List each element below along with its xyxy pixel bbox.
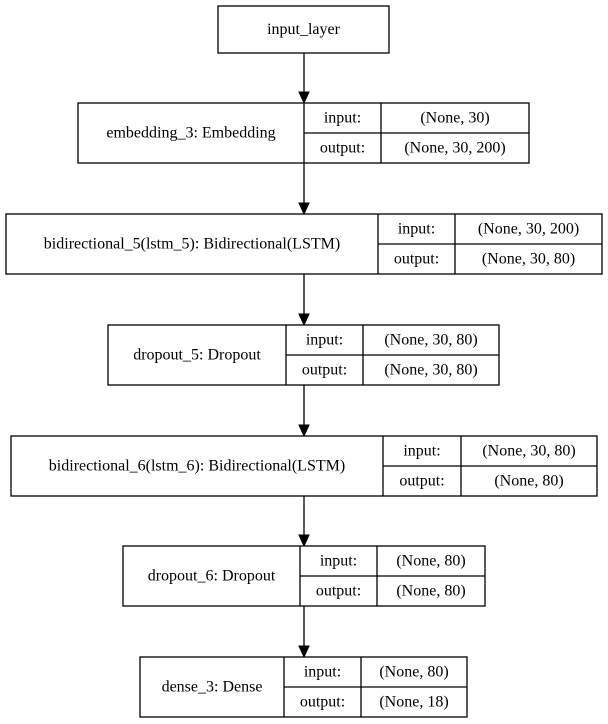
arrowhead-icon (298, 645, 310, 659)
output-shape: (None, 80) (396, 583, 465, 600)
input-layer-label: input_layer (267, 21, 341, 38)
layer-name: bidirectional_6(lstm_6): Bidirectional(L… (49, 458, 345, 475)
input-shape: (None, 30, 80) (482, 443, 575, 460)
input-layer-node: input_layer (217, 5, 390, 54)
input-shape: (None, 30, 80) (384, 332, 477, 349)
input-layer-box (217, 5, 390, 54)
output-label: output: (394, 251, 439, 268)
output-label: output: (302, 362, 347, 379)
edge-arrow (298, 163, 310, 216)
input-shape: (None, 30, 200) (478, 221, 579, 238)
output-shape: (None, 30, 200) (404, 140, 505, 157)
layer-name: dropout_5: Dropout (133, 347, 261, 364)
edges (298, 53, 310, 659)
input-label: input: (304, 664, 341, 681)
output-shape: (None, 30, 80) (384, 362, 477, 379)
arrowhead-icon (298, 424, 310, 438)
input-label: input: (306, 332, 343, 349)
output-label: output: (316, 583, 361, 600)
input-shape: (None, 30) (420, 110, 489, 127)
edge-arrow (298, 606, 310, 659)
arrowhead-icon (298, 534, 310, 548)
input-shape: (None, 80) (379, 664, 448, 681)
layer-name: dense_3: Dense (162, 679, 263, 696)
output-label: output: (399, 473, 444, 490)
output-shape: (None, 18) (379, 694, 448, 711)
input-label: input: (398, 221, 435, 238)
edge-arrow (298, 385, 310, 438)
layer-name: bidirectional_5(lstm_5): Bidirectional(L… (44, 236, 340, 253)
edge-arrow (298, 53, 310, 105)
edge-arrow (298, 496, 310, 548)
nodes: input_layer embedding_3: Embedding input: o… (5, 5, 603, 718)
output-label: output: (320, 140, 365, 157)
layer-node: bidirectional_5(lstm_5): Bidirectional(L… (5, 213, 603, 275)
input-label: input: (324, 110, 361, 127)
layer-node: dropout_5: Dropout input: output: (None, 30… (107, 324, 500, 386)
layer-name: dropout_6: Dropout (148, 568, 276, 585)
input-shape: (None, 80) (396, 553, 465, 570)
arrowhead-icon (298, 91, 310, 105)
arrowhead-icon (298, 202, 310, 216)
layer-node: bidirectional_6(lstm_6): Bidirectional(L… (10, 435, 598, 497)
layer-name: embedding_3: Embedding (106, 125, 275, 142)
input-label: input: (320, 553, 357, 570)
layer-node: dense_3: Dense input: output: (None, 80) (No… (139, 656, 468, 718)
edge-arrow (298, 274, 310, 327)
input-label: input: (403, 443, 440, 460)
arrowhead-icon (298, 313, 310, 327)
output-shape: (None, 80) (494, 473, 563, 490)
output-label: output: (300, 694, 345, 711)
output-shape: (None, 30, 80) (482, 251, 575, 268)
layer-node: embedding_3: Embedding input: output: (None… (77, 102, 530, 164)
layer-node: dropout_6: Dropout input: output: (None, 80… (122, 545, 486, 607)
